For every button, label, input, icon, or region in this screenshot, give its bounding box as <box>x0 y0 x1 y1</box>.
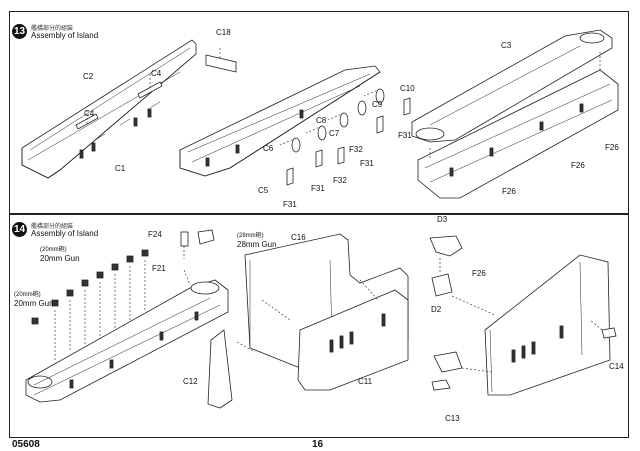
label-20mm-gun-left-cn: (20mm砲) <box>14 292 41 298</box>
label-f26-bottom: F26 <box>502 187 516 196</box>
label-c1: C1 <box>115 164 126 173</box>
label-f26-right: F26 <box>605 143 619 152</box>
c1-island-deck-drawing <box>21 39 237 179</box>
label-28mm-gun-cn: (28mm砲) <box>237 233 264 239</box>
label-c11: C11 <box>358 377 373 386</box>
label-c12: C12 <box>183 377 198 386</box>
step-14-number: 14 <box>12 222 27 237</box>
middle-deck-drawing <box>179 65 411 186</box>
gun-deck-drawing <box>25 229 229 403</box>
label-f32-upper: F32 <box>349 145 363 154</box>
label-f31-lower: F31 <box>311 184 325 193</box>
island-walls-drawing <box>207 233 409 409</box>
label-f32-lower: F32 <box>333 176 347 185</box>
label-f31-mid: F31 <box>360 159 374 168</box>
step-14-title-en: Assembly of Island <box>31 229 99 238</box>
label-c3: C3 <box>501 41 512 50</box>
label-f31-right: F31 <box>398 131 412 140</box>
label-d3: D3 <box>437 215 448 224</box>
label-f26: F26 <box>472 269 486 278</box>
label-c14: C14 <box>609 362 624 371</box>
label-c13: C13 <box>445 414 460 423</box>
label-20mm-gun-top-cn: (20mm砲) <box>40 247 67 253</box>
label-c18: C18 <box>216 28 231 37</box>
label-c4-top: C4 <box>151 69 162 78</box>
step-13-title-en: Assembly of Island <box>31 31 99 40</box>
label-c5: C5 <box>258 186 269 195</box>
label-d2: D2 <box>431 305 442 314</box>
page-number: 16 <box>312 439 324 450</box>
label-c10: C10 <box>400 84 415 93</box>
label-f26-mid: F26 <box>571 161 585 170</box>
label-c16: C16 <box>291 233 306 242</box>
label-c8: C8 <box>316 116 327 125</box>
product-code: 05608 <box>12 439 40 450</box>
step-14-title-cn: 艦橋部分的組裝 <box>31 224 74 230</box>
completed-island-drawing <box>429 235 617 396</box>
c3-island-deck-drawing <box>411 29 619 199</box>
label-28mm-gun: 28mm Gun <box>237 240 277 249</box>
label-20mm-gun-top: 20mm Gun <box>40 254 80 263</box>
label-c6: C6 <box>263 144 274 153</box>
label-c2: C2 <box>83 72 94 81</box>
label-c9: C9 <box>372 100 383 109</box>
label-f24: F24 <box>148 230 162 239</box>
label-c7: C7 <box>329 129 340 138</box>
step-13-title-cn: 艦橋部分的組裝 <box>31 26 74 32</box>
label-f21: F21 <box>152 264 166 273</box>
label-20mm-gun-left: 20mm Gun <box>14 299 54 308</box>
label-c4-bottom: C4 <box>84 109 95 118</box>
step-13-number: 13 <box>12 24 27 39</box>
label-f31-bottom: F31 <box>283 200 297 209</box>
